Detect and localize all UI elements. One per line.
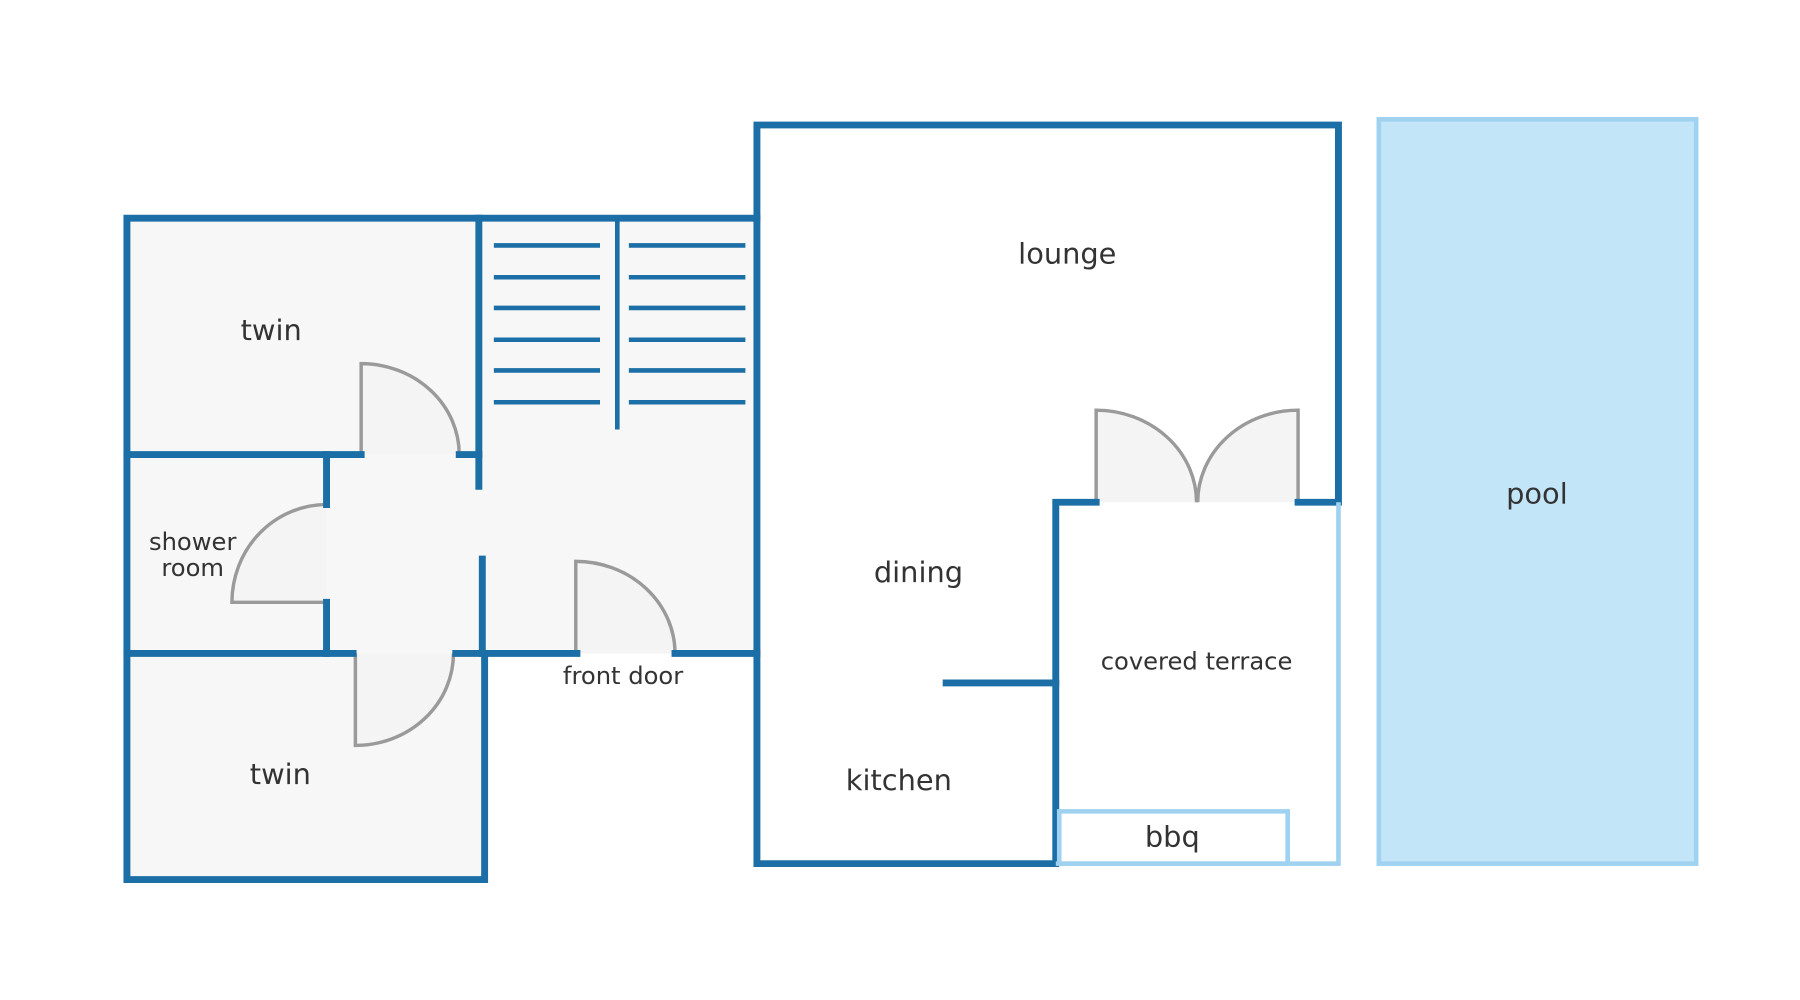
door-twin-top bbox=[359, 361, 461, 455]
label-lounge: lounge bbox=[1018, 237, 1116, 271]
door-shower bbox=[230, 502, 327, 604]
pool bbox=[1376, 117, 1699, 866]
bbq-area bbox=[1056, 809, 1290, 866]
doors bbox=[230, 361, 1300, 748]
label-kitchen: kitchen bbox=[846, 763, 952, 797]
door-twin-bottom bbox=[353, 653, 456, 748]
staircase bbox=[493, 218, 746, 430]
terrace-outline bbox=[1055, 502, 1341, 866]
label-covered-terrace: covered terrace bbox=[1101, 647, 1293, 675]
french-door-right bbox=[1195, 408, 1300, 503]
label-bbq: bbq bbox=[1145, 820, 1200, 854]
label-front-door: front door bbox=[563, 662, 683, 690]
label-twin-top: twin bbox=[241, 313, 302, 347]
label-twin-bottom: twin bbox=[250, 757, 311, 791]
label-shower-room: shower bbox=[149, 528, 237, 556]
label-dining: dining bbox=[874, 555, 963, 589]
label-shower-room-2: room bbox=[161, 554, 224, 582]
label-pool: pool bbox=[1506, 477, 1568, 511]
front-door bbox=[574, 559, 677, 654]
walls bbox=[123, 121, 1342, 883]
french-door-left bbox=[1094, 408, 1199, 503]
